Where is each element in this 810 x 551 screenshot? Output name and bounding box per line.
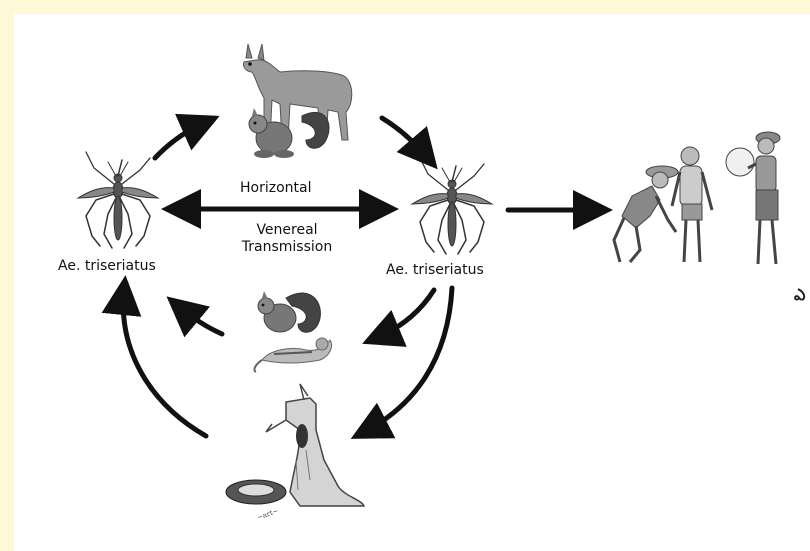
venereal-transmission-label: Venereal Transmission — [232, 222, 342, 256]
left-mosquito-label: Ae. triseriatus — [58, 258, 156, 274]
cycle-arrows — [123, 118, 598, 436]
venereal-label-line1: Venereal — [232, 222, 342, 239]
right-mosquito-icon — [412, 158, 492, 254]
squirrel-and-chipmunk-illustration — [254, 291, 331, 372]
arrow-deer-to-right-mosquito — [382, 118, 428, 158]
right-mosquito-label: Ae. triseriatus — [386, 262, 484, 278]
deer-and-squirrel-illustration — [243, 44, 351, 158]
arrow-right-mosquito-to-stump — [364, 288, 452, 432]
arrow-stump-to-left-mosquito — [123, 290, 206, 436]
tree-stump-and-tire-illustration: ~art~ — [226, 384, 364, 522]
venereal-label-line2: Transmission — [232, 239, 342, 256]
arrow-squirrels-to-left-mosquito — [178, 306, 222, 334]
horizontal-label: Horizontal — [240, 180, 311, 196]
arrow-left-mosquito-to-deer — [155, 122, 206, 158]
arrow-right-mosquito-to-squirrels — [376, 290, 434, 338]
left-mosquito-icon — [78, 152, 158, 248]
svg-text:~art~: ~art~ — [256, 507, 280, 522]
edge-symbol-icon: ఎ — [794, 285, 805, 308]
children-illustration — [614, 132, 780, 264]
